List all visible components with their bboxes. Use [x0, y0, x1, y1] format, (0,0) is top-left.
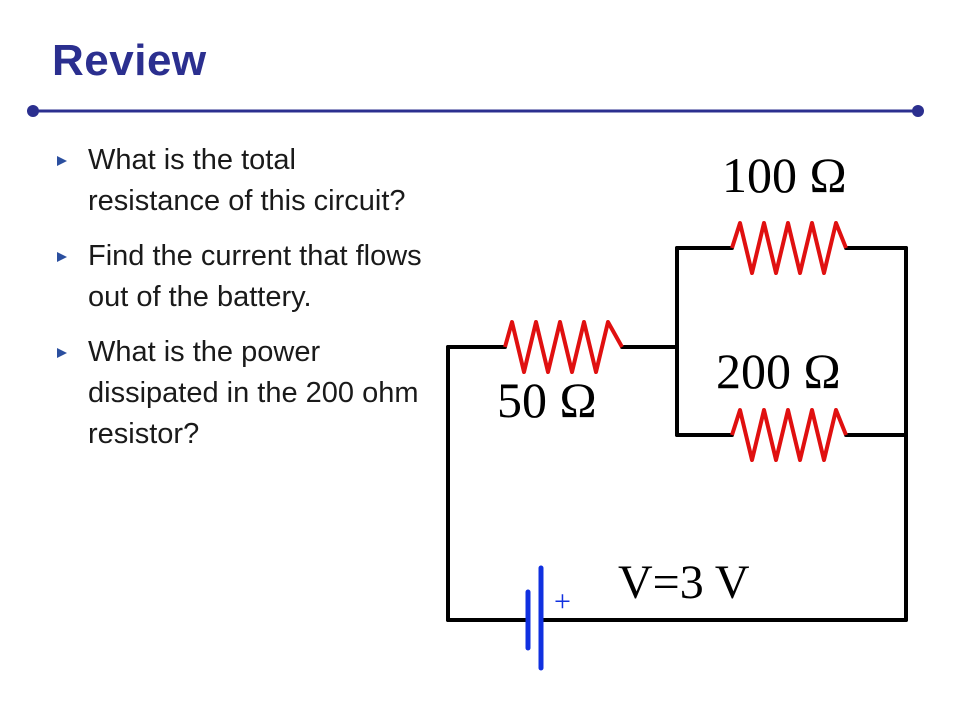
resistor-50-label: 50 Ω: [497, 372, 597, 428]
battery-symbol: [525, 565, 544, 671]
battery-voltage-label: V=3 V: [618, 556, 750, 609]
question-text: What is the total resistance of this cir…: [88, 144, 406, 217]
bullet-arrow-icon: [57, 252, 67, 262]
question-text: What is the power dissipated in the 200 …: [88, 336, 419, 450]
resistor-50-ohm: [503, 320, 624, 374]
question-list: What is the total resistance of this cir…: [56, 140, 436, 469]
question-item: What is the total resistance of this cir…: [56, 140, 436, 222]
bullet-arrow-icon: [57, 348, 67, 358]
bullet-arrow-icon: [57, 156, 67, 166]
circuit-wires: [446, 246, 908, 622]
resistor-200-ohm: [730, 408, 848, 462]
resistor-100-ohm: [730, 221, 848, 275]
resistor-200-label: 200 Ω: [716, 343, 841, 399]
question-item: What is the power dissipated in the 200 …: [56, 332, 436, 455]
slide-title: Review: [52, 36, 207, 85]
question-text: Find the current that flows out of the b…: [88, 240, 422, 313]
title-divider: [27, 105, 924, 117]
battery-plus-sign: +: [554, 585, 571, 618]
resistor-100-label: 100 Ω: [722, 147, 847, 203]
question-item: Find the current that flows out of the b…: [56, 236, 436, 318]
